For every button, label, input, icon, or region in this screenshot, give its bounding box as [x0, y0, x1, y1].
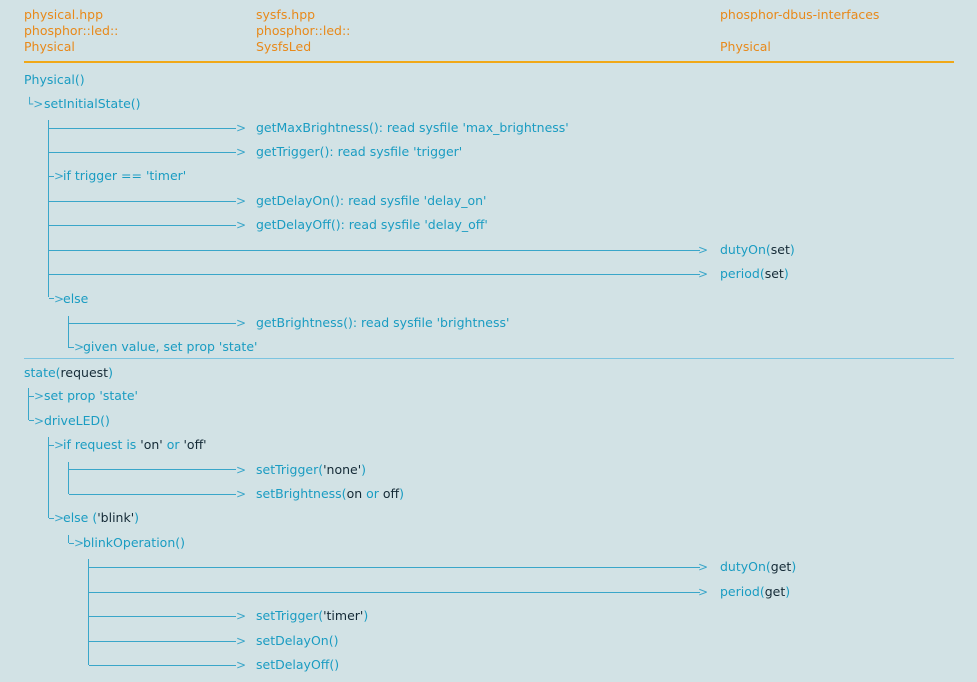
header-physical-class: Physical: [24, 39, 75, 54]
set-delay-off-label: setDelayOff(): [256, 657, 340, 672]
arrow-glyph: >: [236, 145, 247, 159]
arrow-glyph: >: [236, 463, 247, 477]
branch-stub: [49, 445, 54, 446]
header-physical-file: physical.hpp: [24, 7, 104, 22]
arrow-glyph: >: [698, 585, 709, 599]
arrow-glyph: >: [236, 634, 247, 648]
set-trigger-timer-label: setTrigger('timer'): [256, 608, 369, 623]
init-tree-line: [48, 120, 49, 297]
header-sysfs-namespace: phosphor::led::: [256, 23, 351, 38]
set-delay-on-label: setDelayOn(): [256, 633, 339, 648]
header-sysfs-file: sysfs.hpp: [256, 7, 316, 22]
connector-line: [69, 494, 236, 495]
arrow-glyph: >: [74, 536, 85, 550]
else-blink-label: else ('blink'): [63, 510, 140, 525]
elbow-glyph: └>: [26, 97, 44, 111]
connector-line: [89, 616, 236, 617]
branch-stub: [29, 420, 34, 421]
connector-line: [89, 641, 236, 642]
header-divider: [24, 61, 954, 63]
connector-line: [49, 225, 236, 226]
drive-led-label: driveLED(): [44, 413, 110, 428]
set-trigger-none-label: setTrigger('none'): [256, 462, 367, 477]
arrow-glyph: >: [74, 340, 85, 354]
arrow-glyph: >: [236, 487, 247, 501]
given-value-label: given value, set prop 'state': [83, 339, 258, 354]
branch-stub: [49, 518, 54, 519]
arrow-glyph: >: [54, 511, 65, 525]
connector-line: [49, 128, 236, 129]
period-get-label: period(get): [720, 584, 791, 599]
header-sysfs-class: SysfsLed: [256, 39, 312, 54]
constructor-label: Physical(): [24, 72, 85, 87]
arrow-glyph: >: [54, 438, 65, 452]
arrow-glyph: >: [236, 609, 247, 623]
arrow-glyph: >: [34, 389, 45, 403]
arrow-glyph: >: [236, 658, 247, 672]
branch-stub: [49, 298, 54, 299]
else-label: else: [63, 291, 89, 306]
connector-line: [89, 592, 700, 593]
duty-on-get-label: dutyOn(get): [720, 559, 797, 574]
period-set-label: period(set): [720, 266, 789, 281]
arrow-glyph: >: [698, 267, 709, 281]
blink-op-tree-line: [88, 559, 89, 665]
connector-line: [49, 152, 236, 153]
section-divider: [24, 358, 954, 359]
arrow-glyph: >: [236, 121, 247, 135]
set-brightness-label: setBrightness(on or off): [256, 486, 405, 501]
branch-stub: [69, 347, 74, 348]
get-delay-off-label: getDelayOff(): read sysfile 'delay_off': [256, 217, 488, 232]
arrow-glyph: >: [698, 560, 709, 574]
state-function-label: state(request): [24, 365, 113, 380]
arrow-glyph: >: [54, 292, 65, 306]
header-dbus-class: Physical: [720, 39, 771, 54]
arrow-glyph: >: [54, 169, 65, 183]
drive-led-tree-line: [48, 437, 49, 518]
get-brightness-label: getBrightness(): read sysfile 'brightnes…: [256, 315, 510, 330]
if-branch-tree-line: [68, 462, 69, 494]
branch-stub: [69, 543, 74, 544]
get-max-brightness-label: getMaxBrightness(): read sysfile 'max_br…: [256, 120, 569, 135]
duty-on-set-label: dutyOn(set): [720, 242, 795, 257]
connector-line: [69, 469, 236, 470]
if-trigger-label: if trigger == 'timer': [63, 168, 187, 183]
set-initial-state-label: setInitialState(): [44, 96, 141, 111]
arrow-glyph: >: [698, 243, 709, 257]
state-tree-line: [28, 388, 29, 420]
connector-line: [49, 201, 236, 202]
else-blink-tree-line: [68, 535, 69, 543]
connector-line: [69, 323, 236, 324]
arrow-glyph: >: [236, 218, 247, 232]
arrow-glyph: >: [236, 316, 247, 330]
arrow-glyph: >: [236, 194, 247, 208]
get-delay-on-label: getDelayOn(): read sysfile 'delay_on': [256, 193, 487, 208]
branch-stub: [49, 176, 54, 177]
connector-line: [49, 274, 700, 275]
set-prop-state-label: set prop 'state': [44, 388, 138, 403]
header-physical-namespace: phosphor::led::: [24, 23, 119, 38]
else-tree-line: [68, 316, 69, 348]
if-request-label: if request is 'on' or 'off': [63, 437, 207, 452]
connector-line: [89, 665, 236, 666]
branch-stub: [29, 396, 34, 397]
connector-line: [89, 567, 700, 568]
arrow-glyph: >: [34, 414, 45, 428]
get-trigger-label: getTrigger(): read sysfile 'trigger': [256, 144, 463, 159]
connector-line: [49, 250, 700, 251]
header-dbus-file: phosphor-dbus-interfaces: [720, 7, 880, 22]
blink-operation-label: blinkOperation(): [83, 535, 186, 550]
